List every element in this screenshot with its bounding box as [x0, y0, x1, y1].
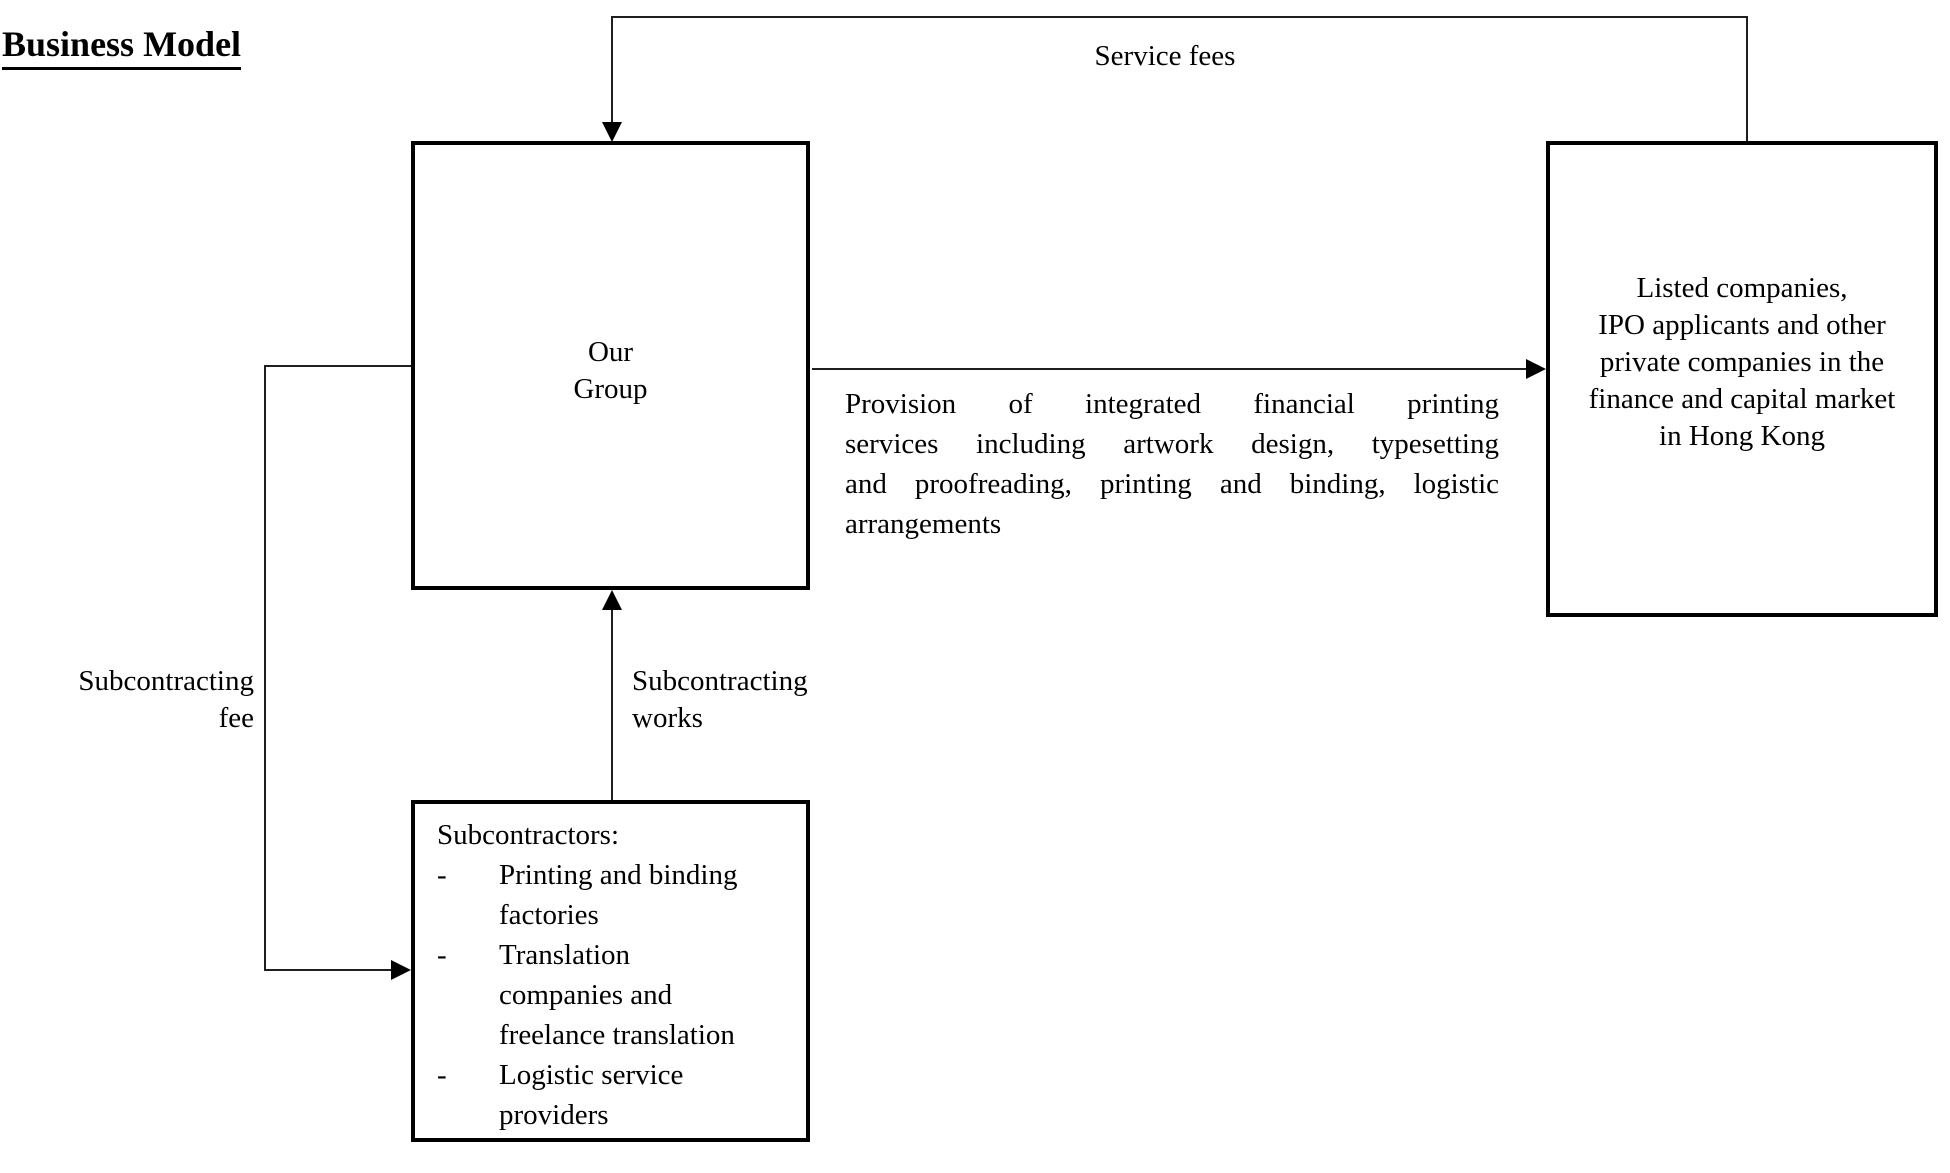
- our-group-box: Our Group: [411, 141, 810, 590]
- list-item-line: companies and: [499, 979, 673, 1011]
- list-item-line: providers: [499, 1099, 609, 1131]
- subcontracting-works-label: Subcontracting works: [632, 663, 892, 737]
- service-fees-connector-left: [611, 16, 613, 126]
- list-item-line: Logistic service: [499, 1059, 684, 1091]
- our-group-line-2: Group: [573, 372, 648, 405]
- service-fees-connector-right: [1746, 16, 1748, 142]
- list-item-text: Printing and binding factories: [499, 855, 737, 935]
- bullet-dash: -: [437, 939, 447, 971]
- subcontracting-fee-line-1: Subcontracting: [78, 665, 254, 697]
- list-item-text: Translation companies and freelance tran…: [499, 935, 735, 1055]
- provision-connector: [812, 368, 1528, 370]
- list-item: - Translation companies and freelance tr…: [437, 935, 796, 1055]
- list-item-line: factories: [499, 899, 599, 931]
- clients-line-5: in Hong Kong: [1659, 419, 1825, 452]
- list-item: - Printing and binding factories: [437, 855, 796, 935]
- clients-line-2: IPO applicants and other: [1598, 308, 1886, 341]
- provision-line-4: arrangements: [845, 508, 1002, 540]
- provision-label: Provision of integrated financial printi…: [845, 384, 1499, 544]
- provision-line-1: Provision of integrated financial printi…: [845, 388, 1499, 420]
- subcontracting-fee-label: Subcontracting fee: [28, 663, 254, 737]
- arrowhead-right-icon: [1526, 359, 1546, 379]
- subcontracting-fee-line-2: fee: [218, 702, 254, 734]
- page-title: Business Model: [2, 24, 242, 71]
- list-item-line: Translation: [499, 939, 631, 971]
- subcontracting-fee-connector-bottom: [264, 969, 392, 971]
- arrowhead-up-icon: [602, 590, 622, 610]
- service-fees-label: Service fees: [1094, 40, 1236, 72]
- list-item: - Logistic service providers: [437, 1055, 796, 1135]
- list-item-line: Printing and binding: [499, 859, 738, 891]
- provision-line-2: services including artwork design, types…: [845, 428, 1499, 460]
- arrowhead-down-icon: [602, 122, 622, 142]
- bullet-dash: -: [437, 1059, 447, 1091]
- bullet-dash: -: [437, 859, 447, 891]
- subcontracting-works-line-1: Subcontracting: [632, 665, 808, 697]
- our-group-line-1: Our: [587, 335, 634, 368]
- clients-box: Listed companies, IPO applicants and oth…: [1546, 141, 1938, 617]
- service-fees-connector-top: [611, 16, 1748, 18]
- arrowhead-right-icon: [391, 960, 411, 980]
- clients-line-3: private companies in the: [1599, 345, 1885, 378]
- subcontracting-fee-connector-top: [264, 365, 411, 367]
- clients-line-4: finance and capital market: [1588, 382, 1896, 415]
- provision-line-3: and proofreading, printing and binding, …: [845, 468, 1499, 500]
- subcontracting-works-connector: [611, 606, 613, 800]
- subcontracting-fee-connector-left: [264, 365, 266, 971]
- list-item-line: freelance translation: [499, 1019, 735, 1051]
- subcontractors-heading: Subcontractors:: [437, 819, 620, 851]
- list-item-text: Logistic service providers: [499, 1055, 683, 1135]
- subcontractors-box: Subcontractors: - Printing and binding f…: [411, 800, 810, 1142]
- clients-line-1: Listed companies,: [1636, 271, 1848, 304]
- subcontracting-works-line-2: works: [632, 702, 703, 734]
